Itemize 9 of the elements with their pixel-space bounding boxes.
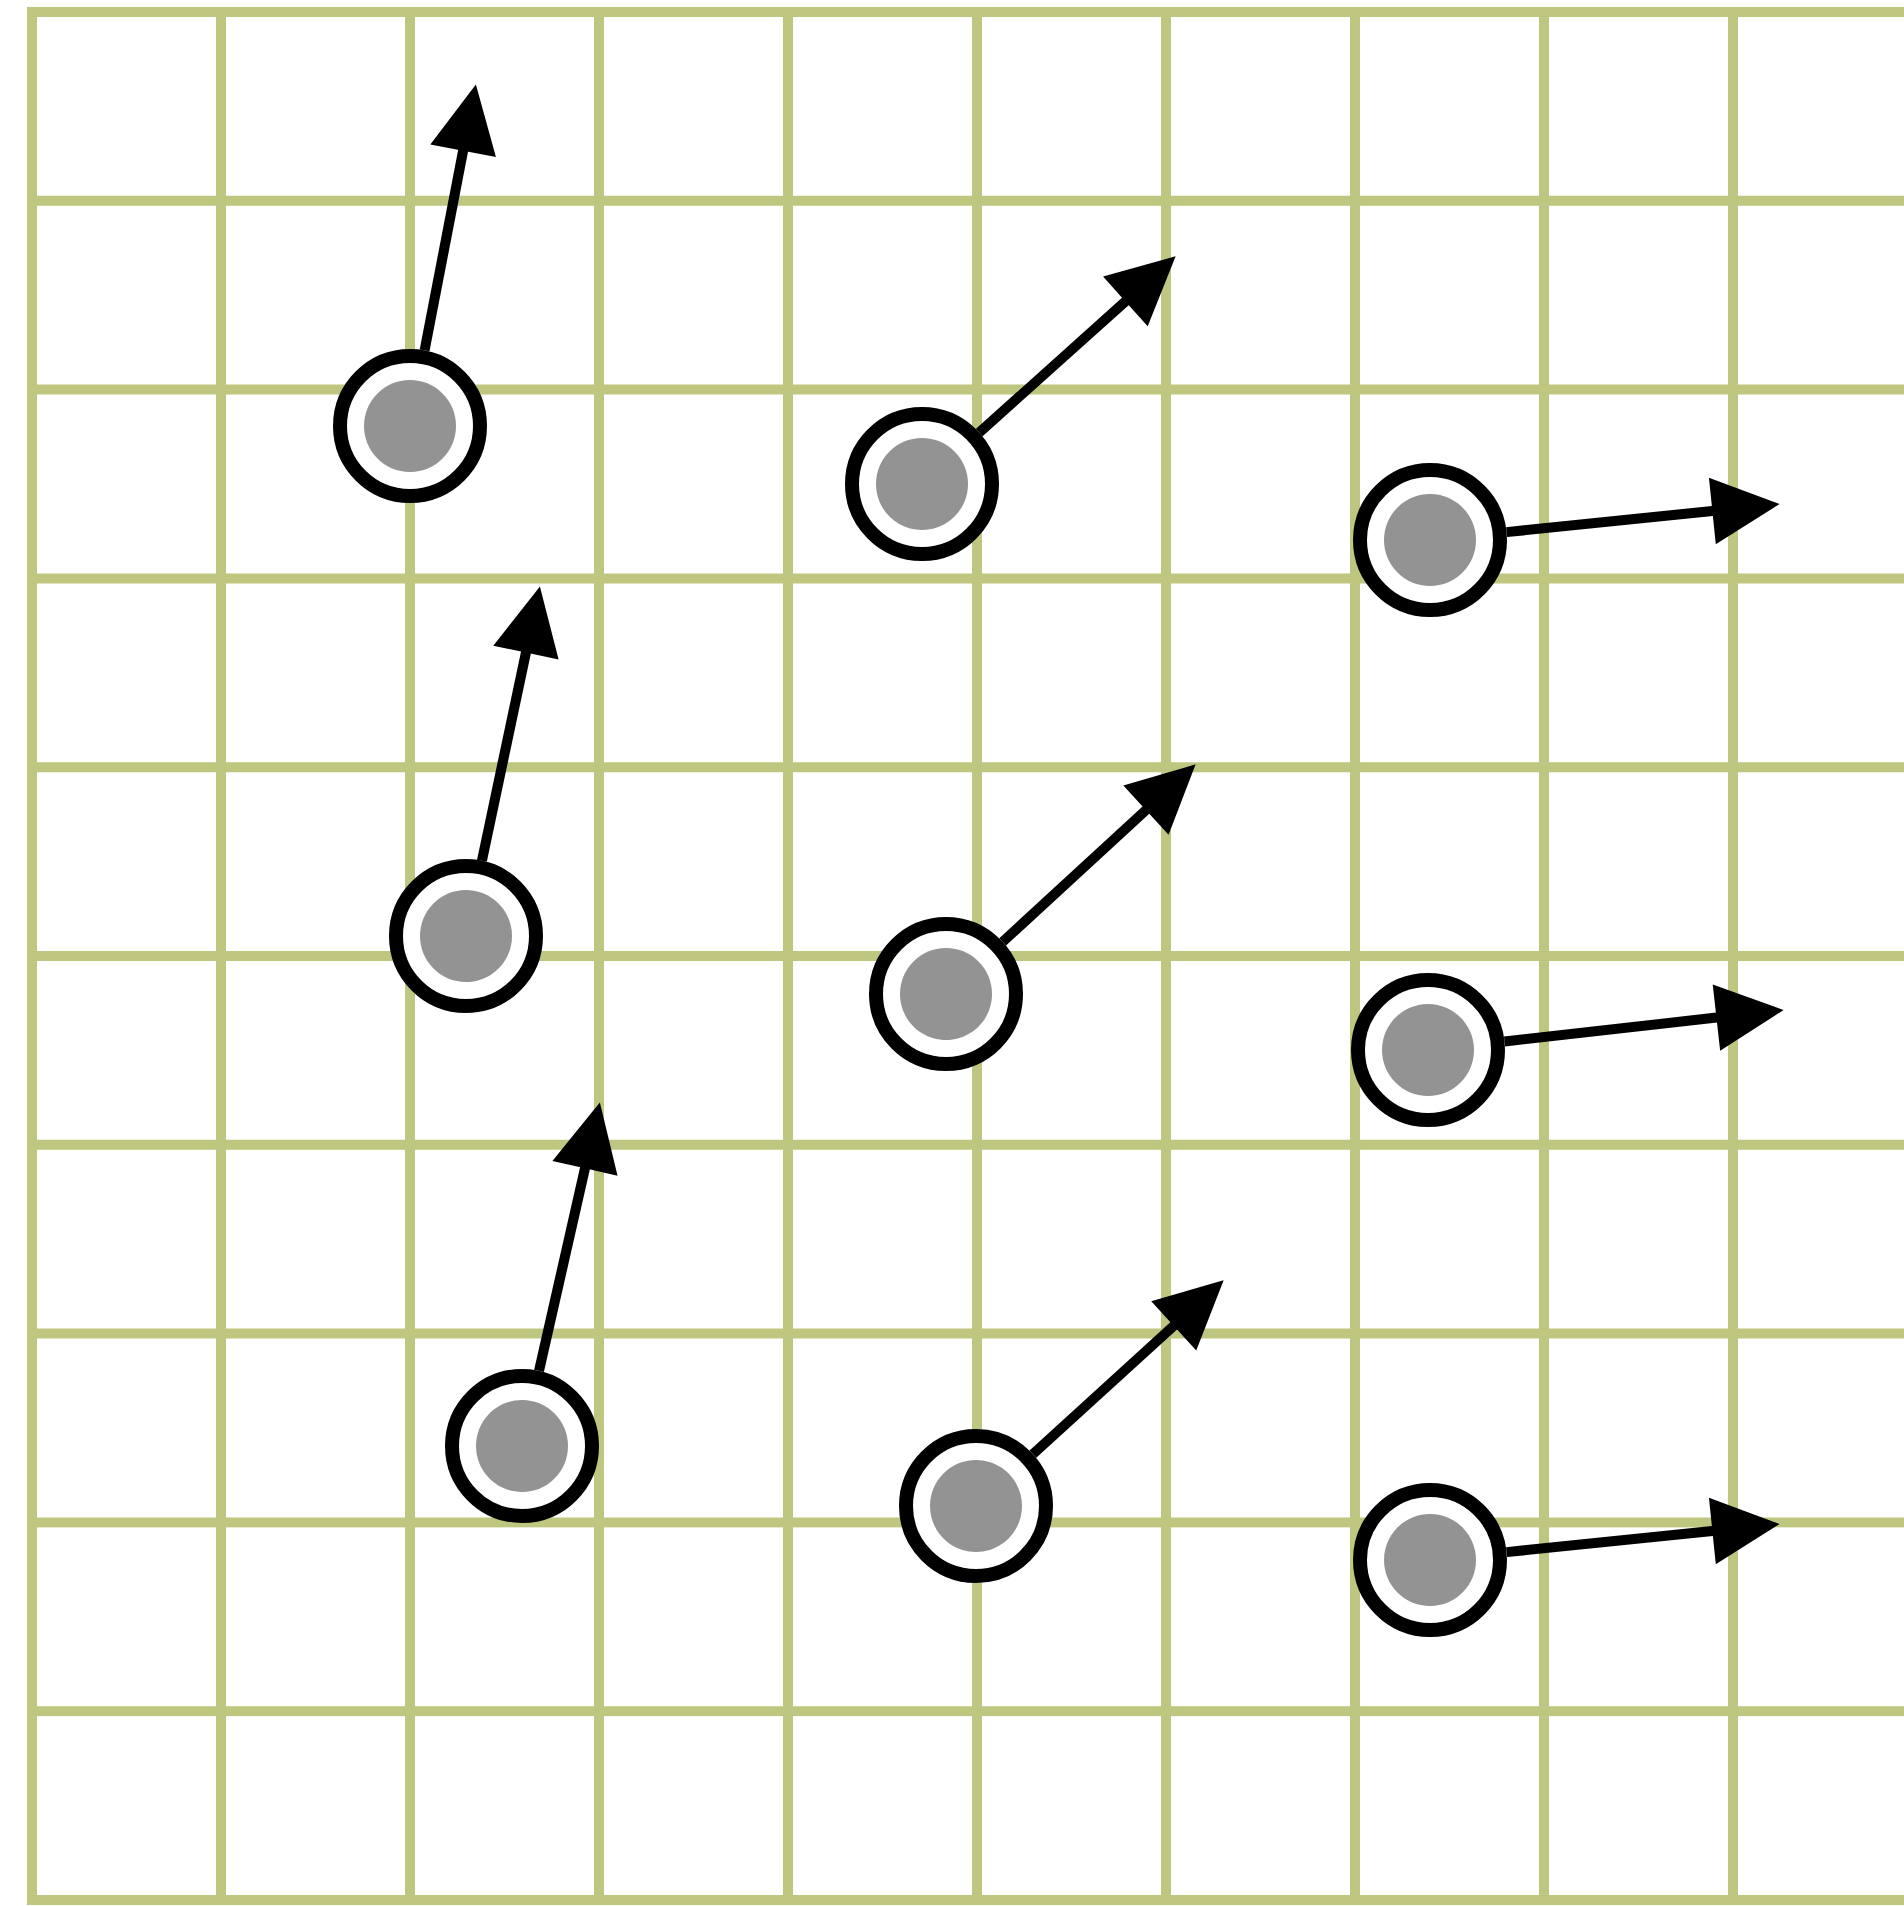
ring-marker — [869, 917, 1023, 1071]
ring-marker — [445, 1369, 599, 1523]
ring-marker — [845, 407, 999, 561]
ring-marker — [899, 1429, 1053, 1583]
ring-marker — [333, 349, 487, 503]
ring-marker — [1353, 463, 1507, 617]
ring-marker — [1351, 973, 1505, 1127]
ring-marker — [1353, 1483, 1507, 1637]
ring-marker — [389, 859, 543, 1013]
